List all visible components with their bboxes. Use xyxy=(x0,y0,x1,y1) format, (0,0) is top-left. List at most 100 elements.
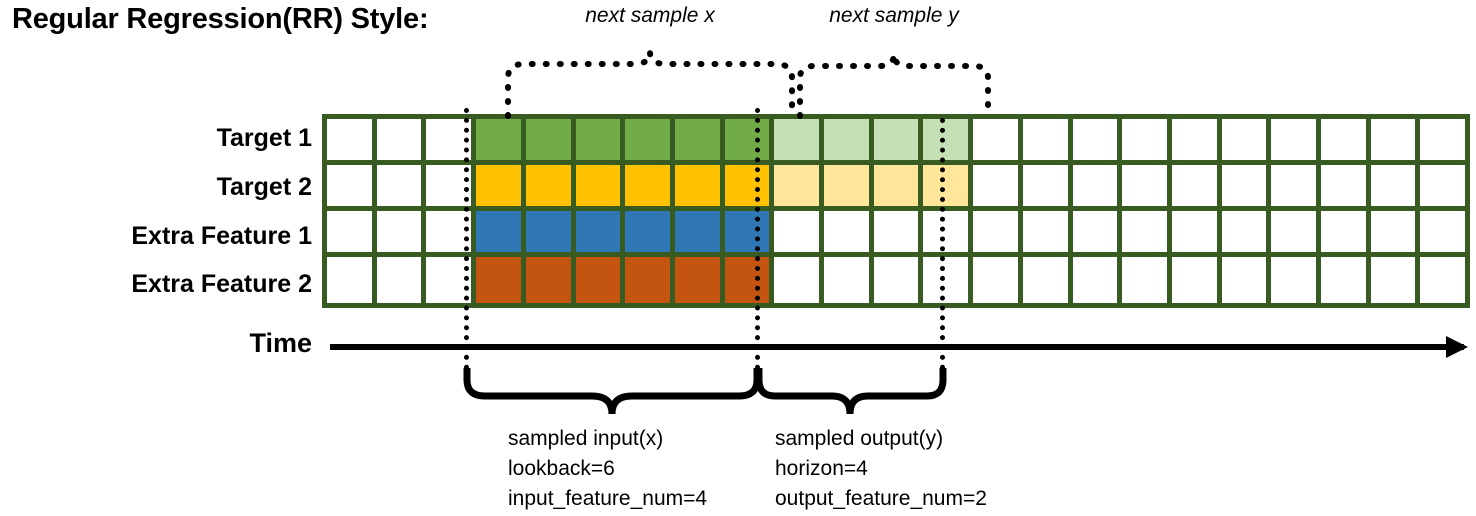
grid-cell-output xyxy=(824,165,874,211)
grid-cell-output xyxy=(873,165,924,211)
grid-cell-input xyxy=(525,165,576,211)
grid-cell-blank xyxy=(774,211,825,257)
grid-cell-blank xyxy=(327,119,377,165)
sampled-input-line-3: input_feature_num=4 xyxy=(508,486,708,510)
top-brace-group xyxy=(505,51,991,119)
grid-cell-input xyxy=(724,165,775,211)
grid-cell-blank xyxy=(1420,211,1466,257)
grid-cell-blank xyxy=(327,211,377,257)
grid-cell-output xyxy=(774,165,825,211)
grid-cell-blank xyxy=(376,211,427,257)
grid-cell-blank xyxy=(1420,165,1466,211)
grid-cell-blank xyxy=(1370,211,1421,257)
grid-cell-output xyxy=(873,119,924,165)
row-label-extra-feature-1: Extra Feature 1 xyxy=(131,222,312,250)
grid-cell-blank xyxy=(923,257,974,303)
grid-cell-blank xyxy=(973,257,1023,303)
grid-cell-blank xyxy=(1271,211,1322,257)
grid-cell-blank xyxy=(1271,119,1322,165)
grid-cell-blank xyxy=(1321,165,1371,211)
grid-cell-input xyxy=(476,211,526,257)
sampled-output-line-3: output_feature_num=2 xyxy=(775,486,987,510)
grid-cell-input xyxy=(525,211,576,257)
grid-cell-blank xyxy=(1022,257,1073,303)
sampled-output-annotation: sampled output(y) horizon=4 output_featu… xyxy=(775,424,987,513)
grid-cell-input xyxy=(476,257,526,303)
grid-row xyxy=(327,165,1466,211)
grid-cell-blank xyxy=(376,165,427,211)
grid-cell-blank xyxy=(1122,119,1172,165)
grid-cell-input xyxy=(724,211,775,257)
row-label-target-1: Target 1 xyxy=(216,124,312,152)
guide-output-end xyxy=(940,118,945,370)
grid-cell-input xyxy=(625,165,675,211)
row-label-extra-feature-2: Extra Feature 2 xyxy=(131,270,312,298)
guide-input-start xyxy=(464,108,469,370)
grid-cell-input xyxy=(525,257,576,303)
sampled-output-line-1: sampled output(y) xyxy=(775,427,944,450)
grid-cell-blank xyxy=(1370,119,1421,165)
grid-cell-blank xyxy=(873,257,924,303)
grid-cell-blank xyxy=(327,257,377,303)
bottom-brace-group xyxy=(463,368,947,415)
grid-cell-blank xyxy=(1022,119,1073,165)
next-sample-x-label: next sample x xyxy=(585,4,715,27)
grid-cell-blank xyxy=(327,165,377,211)
grid-cell-blank xyxy=(1122,165,1172,211)
grid-cell-blank xyxy=(1171,211,1222,257)
next-sample-y-label: next sample y xyxy=(829,4,959,27)
grid-cell-blank xyxy=(1420,257,1466,303)
grid-cell-blank xyxy=(873,211,924,257)
grid-cell-blank xyxy=(1072,257,1123,303)
grid-cell-blank xyxy=(1370,257,1421,303)
grid-row xyxy=(327,257,1466,303)
grid-cell-blank xyxy=(1271,165,1322,211)
sampled-input-annotation: sampled input(x) lookback=6 input_featur… xyxy=(508,424,707,513)
grid-cell-blank xyxy=(1370,165,1421,211)
sampled-input-line-1: sampled input(x) xyxy=(508,427,664,450)
grid-cell-input xyxy=(674,211,725,257)
grid-cell-blank xyxy=(1072,211,1123,257)
guide-input-end xyxy=(755,108,760,370)
page-title: Regular Regression(RR) Style: xyxy=(12,3,429,35)
grid-cell-blank xyxy=(1321,257,1371,303)
grid-cell-blank xyxy=(376,119,427,165)
grid-cell-blank xyxy=(973,165,1023,211)
grid-cell-input xyxy=(575,165,626,211)
grid-cell-blank xyxy=(923,211,974,257)
row-label-target-2: Target 2 xyxy=(216,173,312,201)
grid-cell-blank xyxy=(1072,119,1123,165)
right-arrow-icon xyxy=(1446,336,1468,358)
grid-cell-blank xyxy=(1321,119,1371,165)
row-label-column: Target 1 Target 2 Extra Feature 1 Extra … xyxy=(42,0,312,516)
grid-cell-blank xyxy=(1171,165,1222,211)
grid-cell-blank xyxy=(774,257,825,303)
grid-cell-blank xyxy=(1221,211,1272,257)
grid-cell-input xyxy=(575,211,626,257)
time-axis-label: Time xyxy=(249,328,312,358)
grid-cell-blank xyxy=(1171,119,1222,165)
grid-cell-blank xyxy=(1221,119,1272,165)
grid-cell-blank xyxy=(376,257,427,303)
grid-cell-output xyxy=(923,119,974,165)
grid-cell-blank xyxy=(973,211,1023,257)
grid-cell-input xyxy=(674,119,725,165)
grid-cell-input xyxy=(625,211,675,257)
grid-cell-blank xyxy=(973,119,1023,165)
grid-cell-blank xyxy=(1321,211,1371,257)
grid-cell-input xyxy=(674,257,725,303)
grid-cell-blank xyxy=(1221,257,1272,303)
grid-cell-input xyxy=(525,119,576,165)
next-sample-x-brace xyxy=(505,51,795,119)
grid-cell-input xyxy=(625,119,675,165)
grid-cell-output xyxy=(774,119,825,165)
grid-cell-input xyxy=(575,257,626,303)
grid-cell-blank xyxy=(1271,257,1322,303)
grid-cell-input xyxy=(724,119,775,165)
grid-cell-input xyxy=(575,119,626,165)
grid-cell-blank xyxy=(1221,165,1272,211)
timeline-grid xyxy=(322,114,1470,308)
grid-cell-input xyxy=(625,257,675,303)
grid-cell-blank xyxy=(1122,257,1172,303)
